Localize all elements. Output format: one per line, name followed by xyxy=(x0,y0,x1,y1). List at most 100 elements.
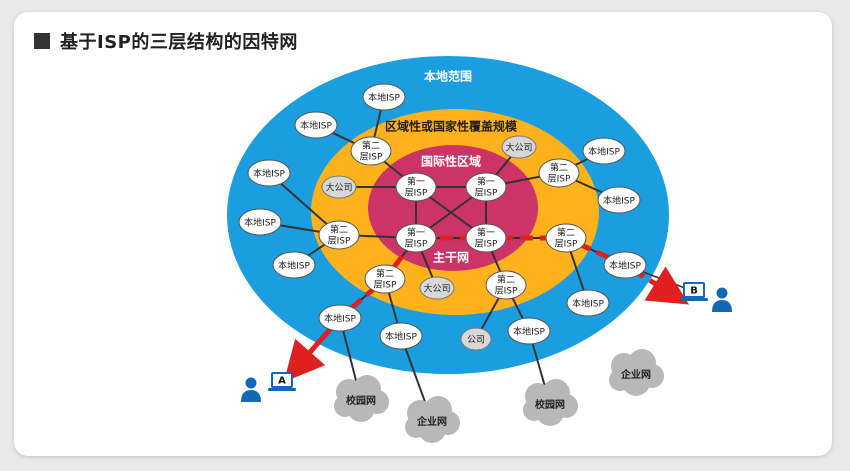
enterprise-network-cloud: 企业网 xyxy=(405,396,460,443)
node-ellipse xyxy=(465,172,507,202)
laptop-screen xyxy=(271,372,293,388)
local-isp-label: 本地ISP xyxy=(244,217,276,229)
node-label-line2: 层ISP xyxy=(495,286,518,297)
node-ellipse xyxy=(350,136,392,166)
host-label: B xyxy=(690,286,698,297)
host-label: A xyxy=(278,376,286,387)
user-icon xyxy=(712,287,732,312)
laptop-icon: B xyxy=(680,282,708,301)
node-ellipse xyxy=(545,223,587,253)
laptop-base xyxy=(268,388,296,391)
local-isp-label: 本地ISP xyxy=(368,92,400,104)
node-ellipse xyxy=(318,220,360,250)
local-isp-label: 本地ISP xyxy=(609,260,641,272)
local-isp-node: 本地ISP xyxy=(272,251,316,279)
company-label: 公司 xyxy=(467,335,485,346)
node-ellipse xyxy=(318,304,362,332)
laptop-base xyxy=(680,298,708,301)
node-ellipse xyxy=(294,111,338,139)
page-title: 基于ISP的三层结构的因特网 xyxy=(60,32,298,53)
local-isp-label: 本地ISP xyxy=(588,146,620,158)
local-scope-label: 本地范围 xyxy=(424,69,472,84)
international-zone-label: 国际性区域 xyxy=(421,154,481,169)
local-isp-node: 本地ISP xyxy=(582,137,626,165)
cloud-puff xyxy=(418,415,446,443)
node-ellipse xyxy=(597,186,641,214)
user-head xyxy=(716,287,728,299)
local-isp-node: 本地ISP xyxy=(603,251,647,279)
node-ellipse xyxy=(501,135,537,159)
local-isp-label: 本地ISP xyxy=(513,326,545,338)
node-ellipse xyxy=(465,223,507,253)
local-isp-node: 本地ISP xyxy=(507,317,551,345)
node-ellipse xyxy=(460,327,492,351)
enterprise-label: 企业网 xyxy=(620,368,651,381)
node-ellipse xyxy=(321,175,357,199)
cloud-puff xyxy=(622,368,650,396)
local-isp-label: 本地ISP xyxy=(324,313,356,325)
node-ellipse xyxy=(395,172,437,202)
big-company-label: 大公司 xyxy=(325,182,352,194)
campus-label: 校园网 xyxy=(535,398,565,411)
local-isp-node: 本地ISP xyxy=(597,186,641,214)
node-label-line1: 第一 xyxy=(477,227,495,239)
enterprise-network-cloud: 企业网 xyxy=(609,349,664,396)
node-label-line1: 第二 xyxy=(330,224,348,236)
big-company-node: 大公司 xyxy=(321,175,357,199)
node-label-line2: 层ISP xyxy=(374,280,397,291)
user-body xyxy=(712,300,732,312)
local-isp-label: 本地ISP xyxy=(300,120,332,132)
node-label-line2: 层ISP xyxy=(328,236,351,247)
big-company-node: 大公司 xyxy=(501,135,537,159)
cloud-puff xyxy=(347,394,375,422)
node-ellipse xyxy=(272,251,316,279)
local-isp-node: 本地ISP xyxy=(362,83,406,111)
campus-network-cloud: 校园网 xyxy=(523,379,578,426)
node-ellipse xyxy=(419,276,455,300)
node-label-line1: 第一 xyxy=(407,176,425,188)
node-ellipse xyxy=(485,270,527,300)
node-ellipse xyxy=(582,137,626,165)
user-icon xyxy=(241,377,261,402)
node-label-line1: 第二 xyxy=(550,162,568,174)
host-b: B xyxy=(680,282,732,312)
node-label-line2: 层ISP xyxy=(475,188,498,199)
node-label-line2: 层ISP xyxy=(360,152,383,163)
big-company-label: 大公司 xyxy=(423,283,450,295)
node-label-line2: 层ISP xyxy=(475,239,498,250)
node-ellipse xyxy=(364,264,406,294)
company-node: 公司 xyxy=(460,327,492,351)
host-a: A xyxy=(241,372,296,402)
node-label-line1: 第一 xyxy=(477,176,495,188)
node-label-line2: 层ISP xyxy=(405,188,428,199)
laptop-icon: A xyxy=(268,372,296,391)
local-isp-label: 本地ISP xyxy=(278,260,310,272)
local-isp-label: 本地ISP xyxy=(572,298,604,310)
local-isp-node: 本地ISP xyxy=(294,111,338,139)
big-company-node: 大公司 xyxy=(419,276,455,300)
cloud-puff xyxy=(536,398,564,426)
local-isp-node: 本地ISP xyxy=(566,289,610,317)
node-ellipse xyxy=(538,158,580,188)
local-isp-node: 本地ISP xyxy=(238,208,282,236)
local-isp-label: 本地ISP xyxy=(253,168,285,180)
user-body xyxy=(241,390,261,402)
node-ellipse xyxy=(238,208,282,236)
node-label-line2: 层ISP xyxy=(555,239,578,250)
campus-network-cloud: 校园网 xyxy=(334,375,389,422)
node-label-line1: 第二 xyxy=(362,140,380,152)
user-head xyxy=(245,377,257,389)
local-isp-label: 本地ISP xyxy=(603,195,635,207)
node-label-line1: 第二 xyxy=(376,268,394,280)
node-ellipse xyxy=(566,289,610,317)
